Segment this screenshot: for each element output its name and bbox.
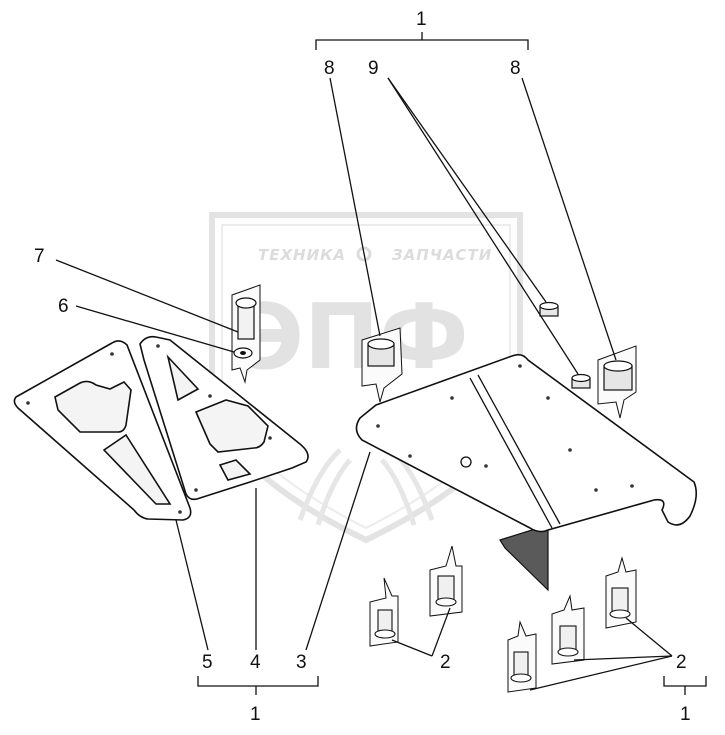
callout-washer: 6 <box>58 296 69 317</box>
screw-5 <box>605 556 637 629</box>
watermark-text-left: ТЕХНИКА <box>258 246 346 264</box>
callout-gasket-outer: 5 <box>202 652 213 673</box>
callout-spacer-right: 8 <box>510 58 521 79</box>
gasket-inner <box>139 335 309 501</box>
spacer-left <box>361 327 403 403</box>
leader-lines <box>55 77 673 691</box>
watermark-text-right: ЗАПЧАСТИ <box>392 246 492 264</box>
screw-2 <box>429 545 463 617</box>
spacer-right <box>597 345 637 419</box>
callout-gasket-inner: 4 <box>250 652 261 673</box>
callout-group-top: 1 <box>416 9 427 30</box>
gasket-outer <box>13 340 192 521</box>
screw-4 <box>551 594 585 665</box>
watermark-logo-letters: ЭПФ <box>238 285 469 390</box>
screw-3 <box>507 620 537 693</box>
group-bracket-bottom-right <box>663 676 707 695</box>
callout-group-bottom-right: 1 <box>680 704 691 725</box>
callout-screws-left: 2 <box>440 652 451 673</box>
watermark-gear-icon <box>356 246 372 262</box>
callout-screws-right: 2 <box>676 652 687 673</box>
bolt-with-tag <box>231 284 261 384</box>
screw-1 <box>369 577 399 647</box>
callout-plate: 3 <box>296 652 307 673</box>
washer-upper <box>539 301 559 317</box>
callout-group-bottom-left: 1 <box>250 704 261 725</box>
group-bracket-bottom-left <box>197 676 319 695</box>
callout-bolt: 7 <box>34 246 45 267</box>
washer-lower <box>571 373 591 389</box>
callout-spacer-left: 8 <box>324 58 335 79</box>
group-bracket-top <box>315 32 529 50</box>
callout-washer-group: 9 <box>368 58 379 79</box>
mounting-plate <box>355 353 698 592</box>
